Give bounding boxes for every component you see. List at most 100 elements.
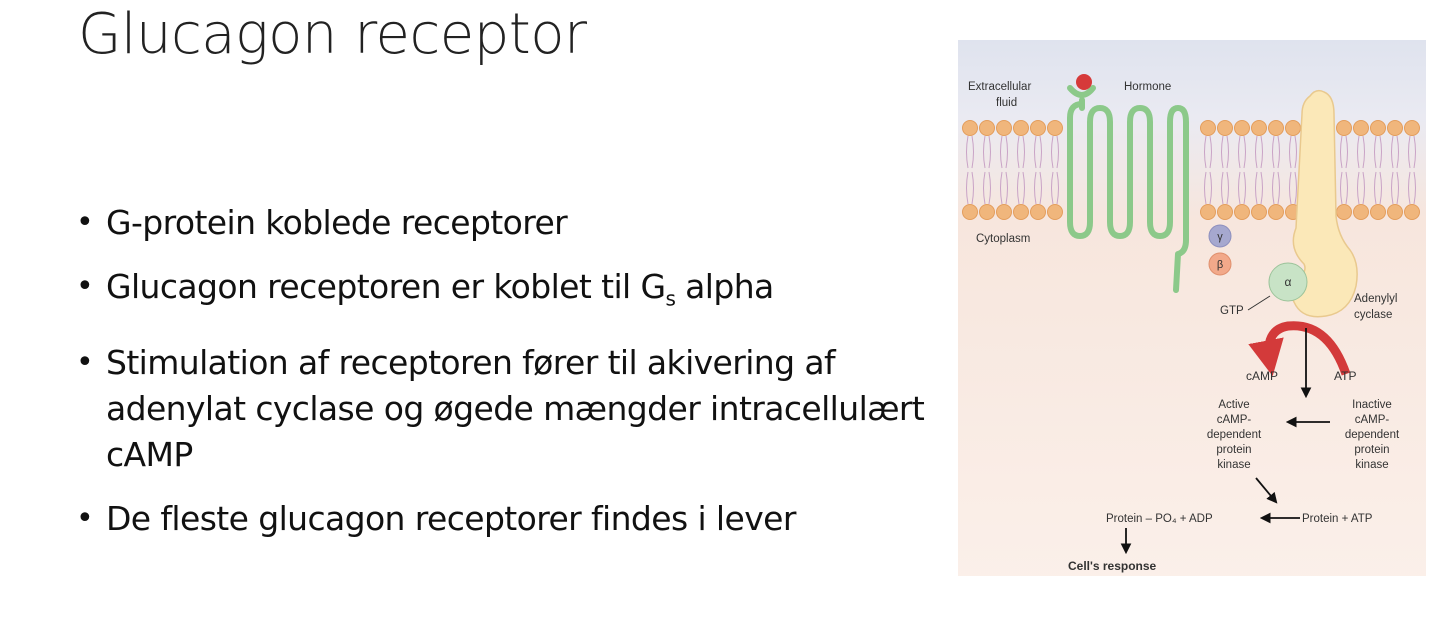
alpha-subunit-icon bbox=[1268, 262, 1308, 302]
lipid-tail bbox=[1357, 171, 1365, 205]
lipid-tail bbox=[1000, 171, 1008, 205]
beta-subunit-icon bbox=[1208, 252, 1232, 276]
lipid-tail bbox=[966, 135, 974, 169]
svg-text:Active: Active bbox=[1218, 399, 1249, 411]
diagram-bottom-margin bbox=[958, 576, 1426, 600]
cytoplasm-label: Cytoplasm bbox=[976, 233, 1030, 245]
lipid-head bbox=[1268, 120, 1284, 136]
bullet-text: G-protein koblede receptorer bbox=[106, 203, 568, 242]
atp-to-camp-arrow bbox=[1248, 321, 1351, 377]
lipid-tail bbox=[1289, 135, 1297, 169]
lipid-head bbox=[1370, 204, 1386, 220]
bullet-dot-icon: • bbox=[76, 205, 94, 240]
lipid-tail bbox=[1374, 171, 1382, 205]
active-kinase-label: Active cAMP- dependent protein kinase bbox=[1207, 399, 1262, 471]
svg-text:kinase: kinase bbox=[1355, 459, 1388, 471]
lipid-head bbox=[1013, 204, 1029, 220]
adenylyl-cyclase-label-line2: cyclase bbox=[1354, 309, 1392, 321]
svg-text:dependent: dependent bbox=[1207, 429, 1262, 441]
lipid-head bbox=[1234, 120, 1250, 136]
lipid-head bbox=[1030, 120, 1046, 136]
lipid-tail bbox=[1051, 135, 1059, 169]
lipid-head bbox=[1336, 204, 1352, 220]
camp-label: cAMP bbox=[1246, 369, 1278, 383]
lipid-tail bbox=[1340, 135, 1348, 169]
lipid-head bbox=[1268, 204, 1284, 220]
lipid-head bbox=[1217, 204, 1233, 220]
kinase-to-protein-arrow bbox=[1255, 477, 1278, 504]
svg-text:protein: protein bbox=[1216, 444, 1251, 456]
bullet-dot-icon: • bbox=[76, 344, 94, 380]
hormone-label: Hormone bbox=[1124, 81, 1171, 93]
lipid-tail bbox=[1221, 171, 1229, 205]
lipid-head bbox=[996, 120, 1012, 136]
bullet-subscript: s bbox=[665, 286, 676, 311]
lipid-tail bbox=[1204, 171, 1212, 205]
lipid-head bbox=[962, 204, 978, 220]
receptor-protein bbox=[1067, 85, 1189, 293]
bullet-item: • Glucagon receptoren er koblet til Gs a… bbox=[74, 264, 934, 322]
bullet-list: • G-protein koblede receptorer • Glucago… bbox=[74, 200, 934, 560]
lipid-head bbox=[1234, 204, 1250, 220]
svg-text:dependent: dependent bbox=[1345, 429, 1400, 441]
lipid-head bbox=[962, 120, 978, 136]
svg-text:kinase: kinase bbox=[1217, 459, 1250, 471]
lipid-head bbox=[1030, 204, 1046, 220]
bullet-text: Glucagon receptoren er koblet til G bbox=[106, 267, 666, 306]
lipid-head bbox=[1251, 204, 1267, 220]
atp-label: ATP bbox=[1334, 369, 1356, 383]
lipid-tail bbox=[1340, 171, 1348, 205]
lipid-tail bbox=[1272, 171, 1280, 205]
lipid-tail bbox=[1238, 135, 1246, 169]
lipid-tail bbox=[966, 171, 974, 205]
lipid-head bbox=[1387, 120, 1403, 136]
lipid-tail bbox=[1034, 171, 1042, 205]
bullet-text: De fleste glucagon receptorer findes i l… bbox=[106, 498, 796, 538]
lipid-tail bbox=[1391, 171, 1399, 205]
lipid-tail bbox=[1017, 171, 1025, 205]
hormone-molecule bbox=[1076, 74, 1092, 90]
slide-title: Glucagon receptor bbox=[78, 2, 587, 67]
bullet-item: • G-protein koblede receptorer bbox=[74, 200, 934, 246]
lipid-head bbox=[996, 204, 1012, 220]
lipid-tail bbox=[1408, 171, 1416, 205]
lipid-tail bbox=[1017, 135, 1025, 169]
extracellular-label: Extracellular bbox=[968, 81, 1031, 93]
lipid-head bbox=[1387, 204, 1403, 220]
svg-text:Inactive: Inactive bbox=[1352, 399, 1392, 411]
bullet-item: • Stimulation af receptoren fører til ak… bbox=[74, 340, 934, 478]
lipid-head bbox=[1353, 120, 1369, 136]
lipid-tail bbox=[1408, 135, 1416, 169]
lipid-tail bbox=[983, 135, 991, 169]
bullet-text-suffix: alpha bbox=[675, 267, 774, 306]
gtp-label: GTP bbox=[1220, 305, 1244, 317]
lipid-tail bbox=[1255, 135, 1263, 169]
gamma-label: γ bbox=[1217, 231, 1223, 243]
lipid-tail bbox=[1051, 171, 1059, 205]
extracellular-label-line2: fluid bbox=[996, 97, 1017, 109]
lipid-tail bbox=[1255, 171, 1263, 205]
lipid-tail bbox=[1272, 135, 1280, 169]
lipid-tail bbox=[1289, 171, 1297, 205]
lipid-head bbox=[1200, 120, 1216, 136]
lipid-head bbox=[1404, 204, 1420, 220]
lipid-head bbox=[1047, 120, 1063, 136]
lipid-head bbox=[1285, 120, 1301, 136]
bullet-item: • De fleste glucagon receptorer findes i… bbox=[74, 496, 934, 542]
gtp-pointer bbox=[1247, 295, 1271, 311]
phosphoprotein-label: Protein – PO₄ + ADP bbox=[1106, 513, 1213, 525]
lipid-head bbox=[1353, 204, 1369, 220]
inactive-kinase-label: Inactive cAMP- dependent protein kinase bbox=[1345, 399, 1400, 471]
protein-atp-label: Protein + ATP bbox=[1302, 513, 1373, 525]
gamma-subunit-icon bbox=[1208, 224, 1232, 248]
svg-text:protein: protein bbox=[1354, 444, 1389, 456]
lipid-tail bbox=[1374, 135, 1382, 169]
adenylyl-cyclase bbox=[1290, 89, 1358, 318]
lipid-head bbox=[1251, 120, 1267, 136]
adenylyl-cyclase-label: Adenylyl bbox=[1354, 293, 1397, 305]
glucagon-signaling-diagram: γ β α Extracellular fluid Hormone Cytopl… bbox=[958, 40, 1426, 600]
lipid-tail bbox=[1391, 135, 1399, 169]
cell-response-label: Cell's response bbox=[1068, 559, 1157, 573]
lipid-tail bbox=[1204, 135, 1212, 169]
lipid-tail bbox=[1034, 135, 1042, 169]
